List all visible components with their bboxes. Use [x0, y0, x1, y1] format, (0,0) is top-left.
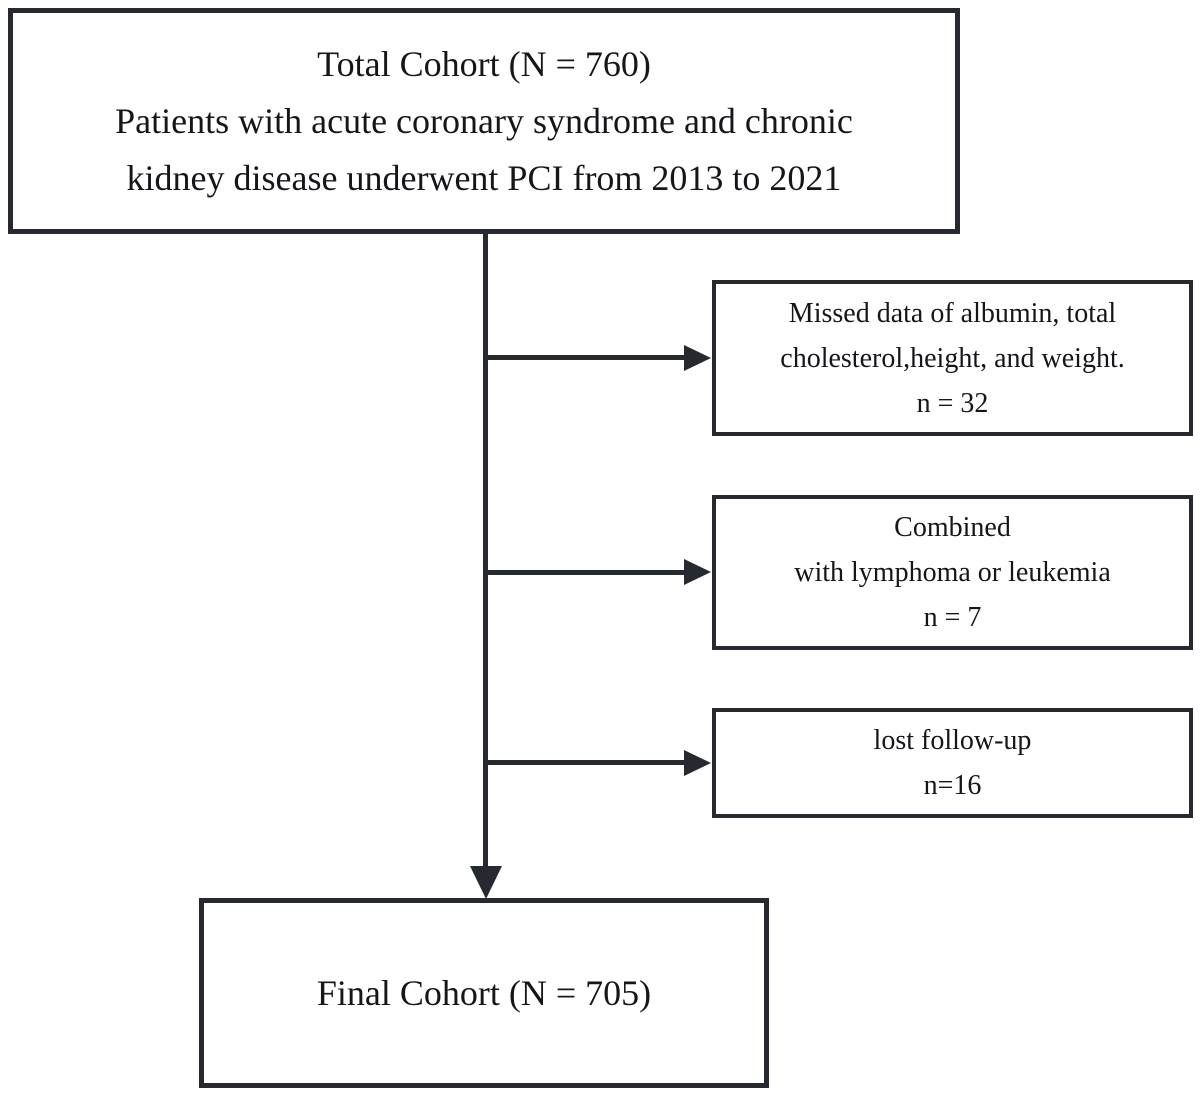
exclusion-1-count: n = 32	[916, 387, 989, 419]
arrow-to-exclusion-1	[486, 355, 686, 360]
exclusion-box-lymphoma-leukemia: Combined with lymphoma or leukemia n = 7	[712, 495, 1193, 650]
exclusion-box-missed-data: Missed data of albumin, total cholestero…	[712, 280, 1193, 436]
total-cohort-box: Total Cohort (N = 760) Patients with acu…	[8, 8, 960, 234]
exclusion-3-count: n=16	[923, 770, 982, 801]
total-cohort-description-line-2: kidney disease underwent PCI from 2013 t…	[126, 157, 842, 198]
down-arrowhead-icon	[470, 866, 502, 899]
right-arrowhead-icon	[684, 345, 711, 371]
arrow-to-exclusion-3	[486, 760, 686, 765]
exclusion-box-lost-follow-up: lost follow-up n=16	[712, 708, 1193, 818]
exclusion-1-line-1: Missed data of albumin, total	[788, 297, 1117, 329]
exclusion-3-line-1: lost follow-up	[873, 725, 1032, 756]
exclusion-2-count: n = 7	[923, 602, 982, 633]
right-arrowhead-icon	[684, 559, 711, 585]
total-cohort-description-line-1: Patients with acute coronary syndrome an…	[115, 100, 853, 141]
arrow-to-exclusion-2	[486, 570, 686, 575]
main-flow-line	[483, 234, 488, 868]
exclusion-1-line-2: cholesterol,height, and weight.	[780, 342, 1125, 374]
right-arrowhead-icon	[684, 750, 711, 776]
final-cohort-box: Final Cohort (N = 705)	[199, 898, 769, 1088]
final-cohort-title: Final Cohort (N = 705)	[316, 972, 652, 1013]
total-cohort-title: Total Cohort (N = 760)	[317, 43, 651, 84]
exclusion-2-line-1: Combined	[894, 512, 1011, 543]
exclusion-2-line-2: with lymphoma or leukemia	[794, 557, 1111, 588]
